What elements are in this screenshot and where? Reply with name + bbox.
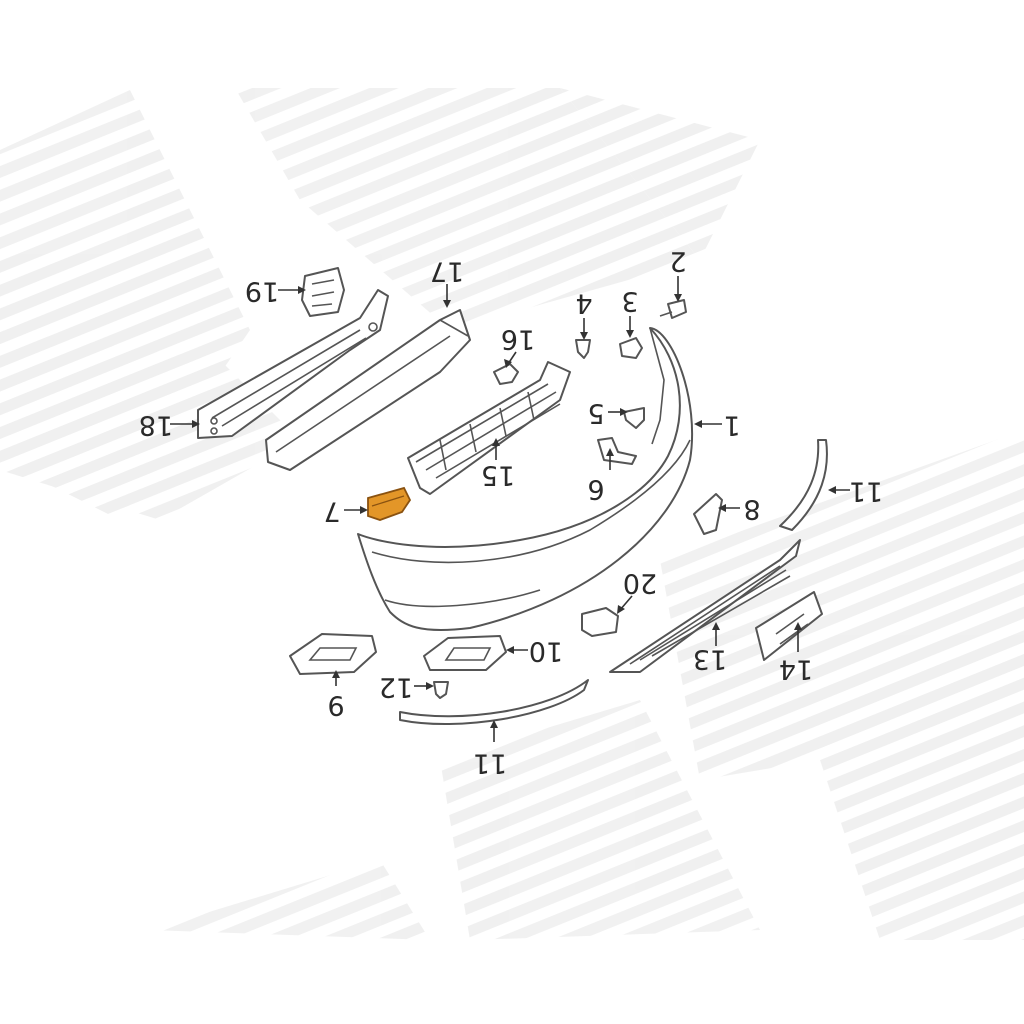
- callout-7: 7: [323, 496, 340, 527]
- callout-9: 9: [327, 690, 344, 721]
- callout-2: 2: [669, 246, 686, 277]
- callout-3: 3: [621, 286, 638, 317]
- part-12-screw: [433, 681, 449, 699]
- part-4-fastener: [575, 339, 591, 359]
- callout-20: 20: [623, 568, 657, 599]
- part-2-screw: [659, 299, 687, 319]
- part-18-reinforcement-bar: [197, 289, 389, 439]
- callout-19: 19: [245, 276, 279, 307]
- callout-18: 18: [139, 410, 173, 441]
- callout-17: 17: [430, 256, 464, 287]
- watermark-logo: [0, 88, 1024, 940]
- callout-1: 1: [723, 410, 740, 441]
- part-9-bezel: [289, 633, 377, 675]
- callout-16: 16: [501, 324, 535, 355]
- callout-8: 8: [743, 494, 760, 525]
- part-6-bracket: [597, 437, 637, 465]
- callout-15: 15: [481, 460, 515, 491]
- callout-10: 10: [529, 636, 563, 667]
- part-20-sensor: [581, 607, 619, 637]
- part-3-clip: [619, 337, 643, 359]
- part-7-bracket-highlighted: [367, 486, 412, 521]
- callout-12: 12: [379, 672, 413, 703]
- callout-11-right: 11: [849, 476, 883, 507]
- part-11-moulding-right: [779, 439, 828, 531]
- part-11-moulding-lower: [399, 679, 589, 726]
- callout-6: 6: [587, 474, 604, 505]
- part-19-bracket: [301, 267, 345, 317]
- callout-11-lower: 11: [473, 748, 507, 779]
- callout-13: 13: [693, 644, 727, 675]
- part-1-bumper-cover: [357, 327, 694, 631]
- part-8-cover: [693, 493, 723, 535]
- callout-14: 14: [779, 654, 813, 685]
- part-14-license-bracket: [755, 591, 823, 661]
- part-5-screw: [623, 407, 645, 429]
- callouts: 19 18 17 16 4 2 3 5 1 6 15 7 8 11 20 13 …: [139, 246, 883, 779]
- part-10-bezel: [423, 635, 507, 671]
- leader-lines: [170, 276, 850, 742]
- callout-5: 5: [587, 398, 604, 429]
- callout-4: 4: [575, 288, 592, 319]
- part-15-bracket: [407, 361, 571, 495]
- part-13-grille: [609, 539, 801, 673]
- part-17-energy-absorber: [265, 309, 471, 471]
